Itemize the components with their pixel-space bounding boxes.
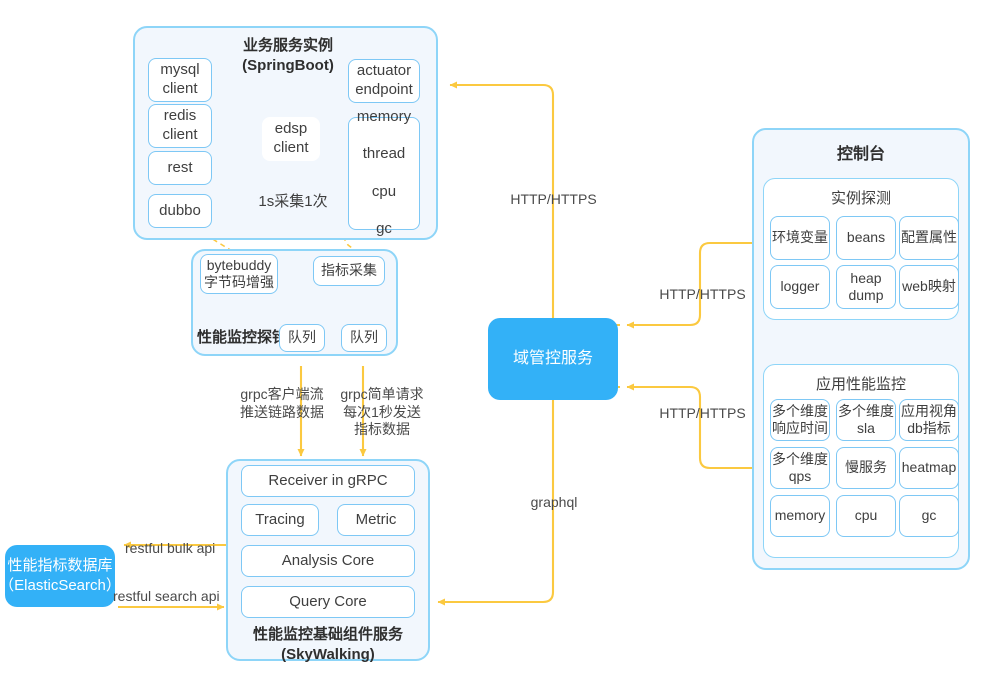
skywalking-row-receiver[interactable]: Receiver in gRPC: [241, 465, 415, 497]
skywalking-row-tracing[interactable]: Tracing: [241, 504, 319, 536]
springboot-sample-note: 1s采集1次: [258, 193, 328, 210]
console-title: 控制台: [836, 146, 885, 163]
springboot-item-dubbo[interactable]: dubbo: [148, 194, 212, 228]
console-item-cpu[interactable]: cpu: [836, 495, 896, 537]
wire-http-console-bottom: [626, 383, 752, 470]
edge-label-http-console-bottom: HTTP/HTTPS: [659, 405, 746, 421]
skywalking-row-metric[interactable]: Metric: [337, 504, 415, 536]
springboot-item-actuator-endpoint[interactable]: actuator endpoint: [348, 59, 420, 103]
console-item-config-props[interactable]: 配置属性: [899, 216, 959, 260]
console-panel-instance-probe-title: 实例探测: [830, 190, 891, 207]
console-item-memory[interactable]: memory: [770, 495, 830, 537]
springboot-item-mysql-client[interactable]: mysql client: [148, 58, 212, 102]
console-item-db-metrics[interactable]: 应用视角 db指标: [899, 399, 959, 441]
probe-title: 性能监控探针: [197, 329, 288, 346]
probe-item-bytebuddy[interactable]: bytebuddy 字节码增强: [200, 254, 278, 294]
console-item-beans[interactable]: beans: [836, 216, 896, 260]
console-item-qps[interactable]: 多个维度 qps: [770, 447, 830, 489]
console-item-env-vars[interactable]: 环境变量: [770, 216, 830, 260]
console-item-sla[interactable]: 多个维度 sla: [836, 399, 896, 441]
console-panel-apm-title: 应用性能监控: [815, 376, 906, 393]
console-item-heatmap[interactable]: heatmap: [899, 447, 959, 489]
edge-label-restful-bulk: restful bulk api: [125, 540, 216, 556]
edge-label-grpc-simple: grpc简单请求 每次1秒发送 指标数据: [340, 386, 424, 437]
domain-service-node[interactable]: 域管控服务: [488, 318, 618, 400]
console-item-logger[interactable]: logger: [770, 265, 830, 309]
console-item-web-mapping[interactable]: web映射: [899, 265, 959, 309]
console-item-resp-time[interactable]: 多个维度 响应时间: [770, 399, 830, 441]
probe-queue-1[interactable]: 队列: [279, 324, 325, 352]
springboot-title: 业务服务实例 (SpringBoot): [242, 37, 334, 74]
console-item-heap-dump[interactable]: heap dump: [836, 265, 896, 309]
springboot-item-jvm-metrics[interactable]: memory thread cpu gc: [348, 108, 420, 237]
console-item-gc[interactable]: gc: [899, 495, 959, 537]
probe-item-metric-collect[interactable]: 指标采集: [313, 256, 385, 286]
edge-label-restful-search: restful search api: [113, 588, 220, 604]
springboot-item-edsp-client[interactable]: edsp client: [262, 117, 320, 161]
edge-label-graphql: graphql: [530, 494, 578, 510]
edge-label-grpc-stream: grpc客户端流 推送链路数据: [240, 386, 324, 420]
probe-queue-2[interactable]: 队列: [341, 324, 387, 352]
springboot-item-redis-client[interactable]: redis client: [148, 104, 212, 148]
skywalking-row-query-core[interactable]: Query Core: [241, 586, 415, 618]
skywalking-title: 性能监控基础组件服务 (SkyWalking): [252, 626, 403, 663]
elasticsearch-node[interactable]: 性能指标数据库 （ElasticSearch）: [0, 545, 121, 607]
edge-label-http-top: HTTP/HTTPS: [510, 191, 597, 207]
springboot-item-rest[interactable]: rest: [148, 151, 212, 185]
wire-http-console-top: [626, 241, 752, 329]
skywalking-row-analysis-core[interactable]: Analysis Core: [241, 545, 415, 577]
edge-label-http-console-top: HTTP/HTTPS: [659, 286, 746, 302]
console-item-slow-service[interactable]: 慢服务: [836, 447, 896, 489]
